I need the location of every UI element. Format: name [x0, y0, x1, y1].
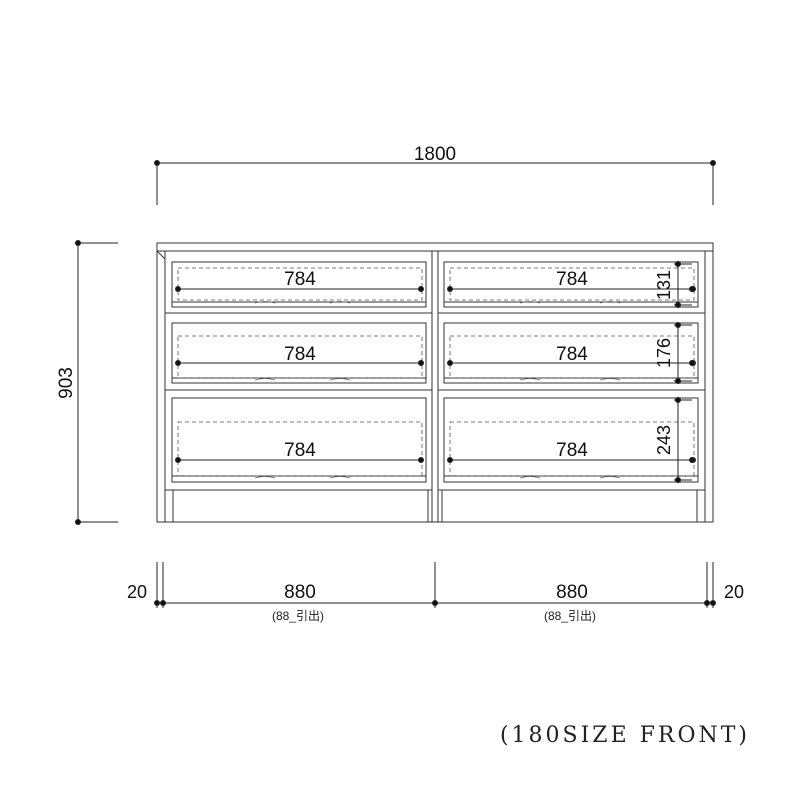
left-bay-note: (88_引出)	[272, 609, 324, 623]
drawer-inner-outlines	[177, 267, 695, 477]
dim-dot	[675, 378, 681, 384]
dim-dot	[675, 261, 681, 267]
dim-dot	[175, 286, 181, 292]
dim-dot	[447, 457, 453, 463]
drawer-handle	[519, 301, 621, 304]
drawer-left-middle	[171, 322, 427, 384]
dim-dot	[418, 286, 424, 292]
drawer-inner-box	[449, 421, 695, 477]
drawer-handle	[254, 476, 351, 479]
drawer-handles	[254, 301, 621, 479]
dim-dot	[710, 600, 716, 606]
dim-dot	[710, 160, 716, 166]
bottom-dimension-lines	[154, 562, 716, 608]
left-side-thickness-label: 20	[127, 582, 147, 602]
right-side-thickness-label: 20	[724, 582, 744, 602]
overall-height-dimension	[75, 240, 118, 525]
drawer-width-label: 784	[556, 440, 588, 461]
drawer-width-labels: 784 784 784 784 784 784	[284, 269, 588, 461]
dim-dot	[675, 397, 681, 403]
overall-width-label: 1800	[414, 144, 456, 165]
drawer-handle	[519, 378, 621, 381]
dim-dot	[675, 322, 681, 328]
dim-dot	[675, 477, 681, 483]
drawer-width-label: 784	[556, 269, 588, 290]
drawer-inner-box	[449, 267, 695, 301]
cabinet-body	[156, 242, 714, 523]
drawer-width-label: 784	[284, 440, 316, 461]
drawer-height-middle-label: 176	[654, 338, 674, 368]
dim-dot	[675, 302, 681, 308]
drawing-caption: (180SIZE FRONT)	[500, 723, 750, 748]
dim-dot	[447, 286, 453, 292]
drawer-width-label: 784	[284, 344, 316, 365]
drawer-left-top	[171, 261, 427, 308]
drawer-handle	[519, 476, 621, 479]
drawers	[165, 261, 705, 483]
dim-dot	[447, 360, 453, 366]
dim-dot	[689, 457, 695, 463]
dim-dot	[75, 240, 81, 246]
overall-height-label: 903	[56, 367, 77, 399]
overall-width-dimension	[154, 160, 716, 205]
drawer-right-middle	[443, 322, 699, 384]
dim-dot	[175, 457, 181, 463]
dim-dot	[154, 160, 160, 166]
dim-dot	[689, 360, 695, 366]
top-edge-tick-left	[156, 250, 166, 260]
dim-dot	[704, 600, 710, 606]
drawer-inner-box	[177, 267, 423, 301]
drawer-height-bottom-label: 243	[654, 425, 674, 455]
drawer-width-label: 784	[556, 344, 588, 365]
dim-dot	[75, 519, 81, 525]
right-bay-note: (88_引出)	[544, 609, 596, 623]
right-bay-width-label: 880	[556, 582, 588, 603]
drawer-height-labels: 131 176 243	[654, 270, 674, 455]
drawer-width-label: 784	[284, 269, 316, 290]
dim-dot	[689, 286, 695, 292]
drawer-right-top	[443, 261, 699, 308]
drawer-handle	[254, 378, 351, 381]
dim-dot	[432, 600, 438, 606]
dim-dot	[418, 360, 424, 366]
dim-dot	[160, 600, 166, 606]
drawer-handle	[254, 301, 351, 304]
drawer-height-dimensions	[674, 261, 695, 483]
drawer-inner-box	[449, 335, 695, 379]
left-bay-width-label: 880	[284, 582, 316, 603]
drawer-right-bottom	[443, 397, 699, 483]
dim-dot	[418, 457, 424, 463]
dim-dot	[154, 600, 160, 606]
cabinet-outer-frame	[156, 242, 714, 523]
dim-dot	[175, 360, 181, 366]
cabinet-top-board	[156, 242, 714, 252]
drawer-inner-box	[177, 421, 423, 477]
drawer-left-bottom	[171, 397, 427, 483]
drawer-inner-box	[177, 335, 423, 379]
drawer-height-top-label: 131	[654, 270, 674, 300]
